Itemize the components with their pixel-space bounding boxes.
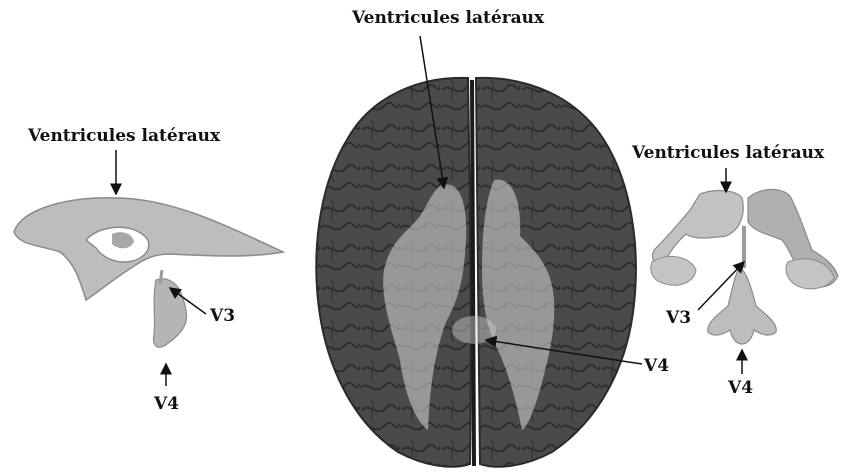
label-center-v4: V4 xyxy=(644,358,669,375)
right-v3-shape xyxy=(742,226,746,268)
label-left-lateral-ventricles: Ventricules latéraux xyxy=(28,128,220,145)
label-center-lateral-ventricles: Ventricules latéraux xyxy=(352,10,544,27)
label-left-v3: V3 xyxy=(210,308,235,325)
right-v4-shape xyxy=(708,268,777,344)
label-right-v3: V3 xyxy=(666,310,691,327)
left-ventricle-lateral-view xyxy=(14,198,283,347)
label-left-v4: V4 xyxy=(154,396,179,413)
left-v3-shape xyxy=(153,279,186,347)
label-right-v4: V4 xyxy=(728,380,753,397)
brain-top-view xyxy=(316,78,636,467)
label-right-lateral-ventricles: Ventricules latéraux xyxy=(632,145,824,162)
